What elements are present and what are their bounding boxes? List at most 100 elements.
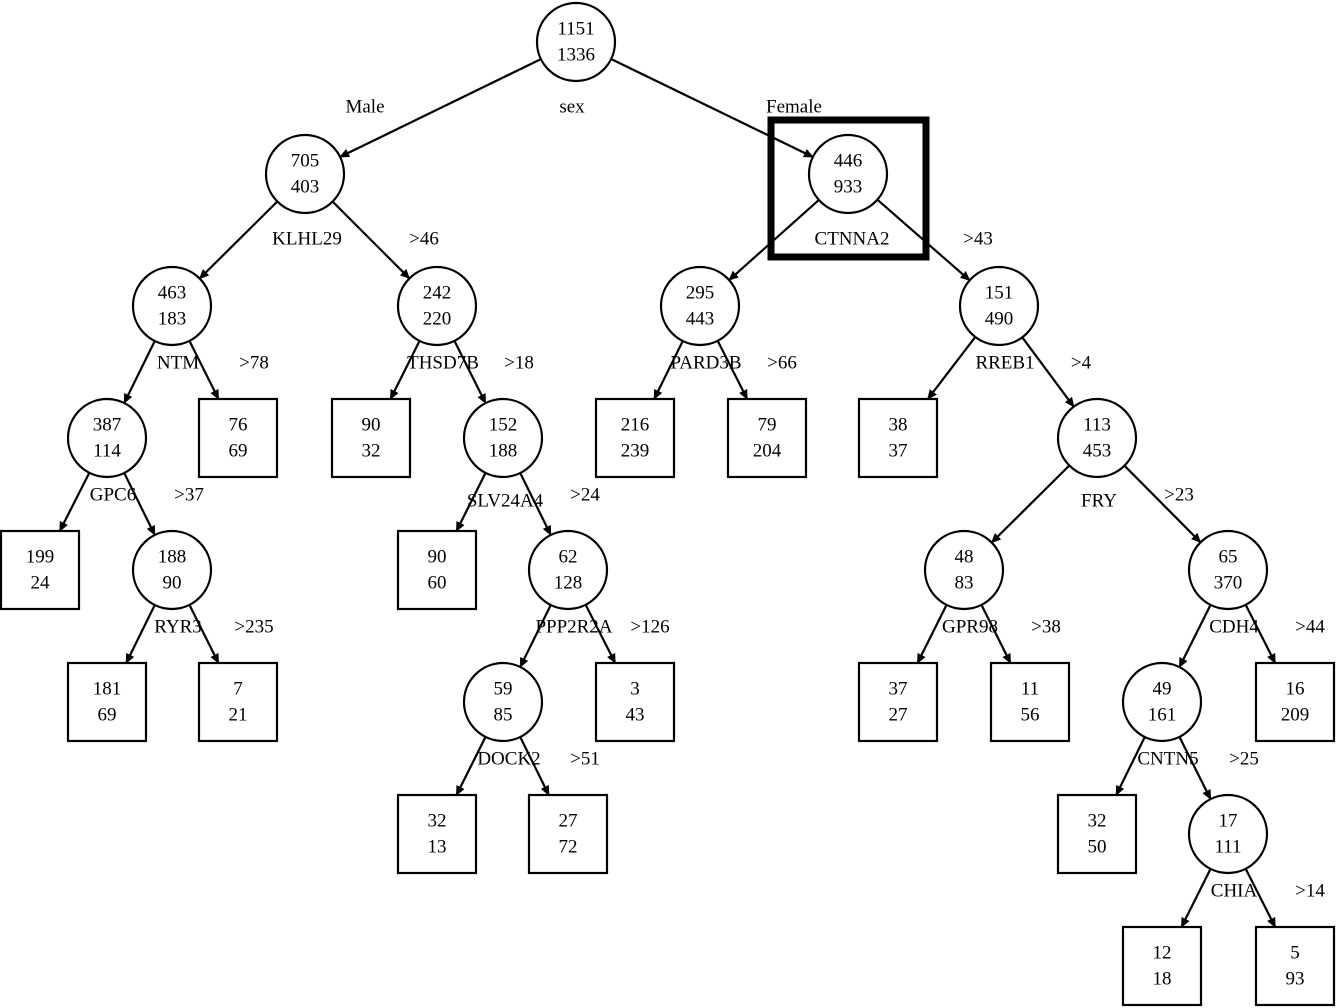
node-count-bottom: 443 [686,309,715,330]
node-count-top: 79 [758,415,777,436]
split-variable-label: SLV24A4 [467,491,544,512]
edge-arrow [716,340,749,400]
edge-arrow [1244,604,1277,664]
leaf-box [1254,925,1336,1007]
node-circle [1187,529,1269,611]
node-count-bottom: 24 [31,573,51,594]
node-count-bottom: 183 [158,309,187,330]
node-circle [958,265,1040,347]
leaf-box [527,793,609,875]
node-circle [264,133,346,215]
edge-arrow [331,200,411,280]
node-count-bottom: 56 [1021,705,1040,726]
node-count-bottom: 188 [489,441,518,462]
node-count-top: 76 [229,415,248,436]
node-count-bottom: 128 [554,573,583,594]
node-count-bottom: 453 [1083,441,1112,462]
split-variable-label: GPR98 [942,617,998,638]
leaf-box [857,661,939,743]
node-count-top: 32 [428,811,447,832]
node-count-bottom: 490 [985,309,1014,330]
leaf-box [197,397,279,479]
edge-arrow [455,472,487,532]
split-threshold-label: >78 [239,353,269,374]
node-count-top: 90 [362,415,381,436]
node-circle [396,265,478,347]
node-circle [1056,397,1138,479]
node-count-bottom: 1336 [557,45,595,66]
edge-arrow [1123,464,1202,544]
split-left-label: Male [345,97,384,118]
node-count-bottom: 239 [621,441,650,462]
split-variable-label: NTM [157,353,199,374]
leaf-box [1254,661,1336,743]
node-count-bottom: 370 [1214,573,1243,594]
node-circle [462,661,544,743]
node-count-top: 38 [889,415,908,436]
node-count-top: 152 [489,415,518,436]
edge-arrow [188,340,220,400]
split-variable-label: CNTN5 [1137,749,1198,770]
split-variable-label: KLHL29 [272,229,342,250]
node-count-bottom: 21 [229,705,248,726]
edge-arrow [1115,736,1146,796]
node-count-top: 62 [559,547,578,568]
node-count-bottom: 114 [93,441,121,462]
node-count-bottom: 60 [428,573,447,594]
node-count-top: 181 [93,679,122,700]
node-count-bottom: 13 [428,837,447,858]
split-threshold-label: >46 [409,229,439,250]
split-threshold-label: >37 [174,485,204,506]
node-count-top: 48 [955,547,974,568]
split-variable-label: GPC6 [90,485,136,506]
split-threshold-label: >43 [963,229,993,250]
node-count-bottom: 32 [362,441,381,462]
leaf-box [726,397,808,479]
node-count-bottom: 83 [955,573,974,594]
leaf-box [1056,793,1138,875]
split-threshold-label: >14 [1295,881,1325,902]
edge-arrow [123,340,156,404]
split-variable-label: FRY [1081,491,1117,512]
edge-arrow [610,58,814,158]
leaf-box [1121,925,1203,1007]
node-count-top: 49 [1153,679,1172,700]
edge-arrow [519,604,552,668]
node-circle [659,265,741,347]
split-variable-label: RREB1 [975,353,1034,374]
split-threshold-label: >18 [504,353,534,374]
split-threshold-label: Female [766,97,822,118]
edge-arrow [926,336,977,400]
node-count-top: 242 [423,283,452,304]
leaf-box [594,397,676,479]
edge-arrow [916,604,948,664]
edge-arrow [455,736,487,796]
edge-arrow [198,200,279,280]
edge-arrow [1178,736,1212,801]
split-variable-label: THSD7B [407,353,479,374]
split-threshold-label: >38 [1031,617,1061,638]
node-count-top: 295 [686,283,715,304]
edge-arrow [584,604,617,664]
split-variable-label: PPP2R2A [535,617,612,638]
node-circle [131,529,213,611]
node-count-top: 16 [1286,679,1305,700]
node-count-bottom: 69 [98,705,117,726]
split-threshold-label: >24 [570,485,600,506]
edge-arrow [990,464,1071,544]
